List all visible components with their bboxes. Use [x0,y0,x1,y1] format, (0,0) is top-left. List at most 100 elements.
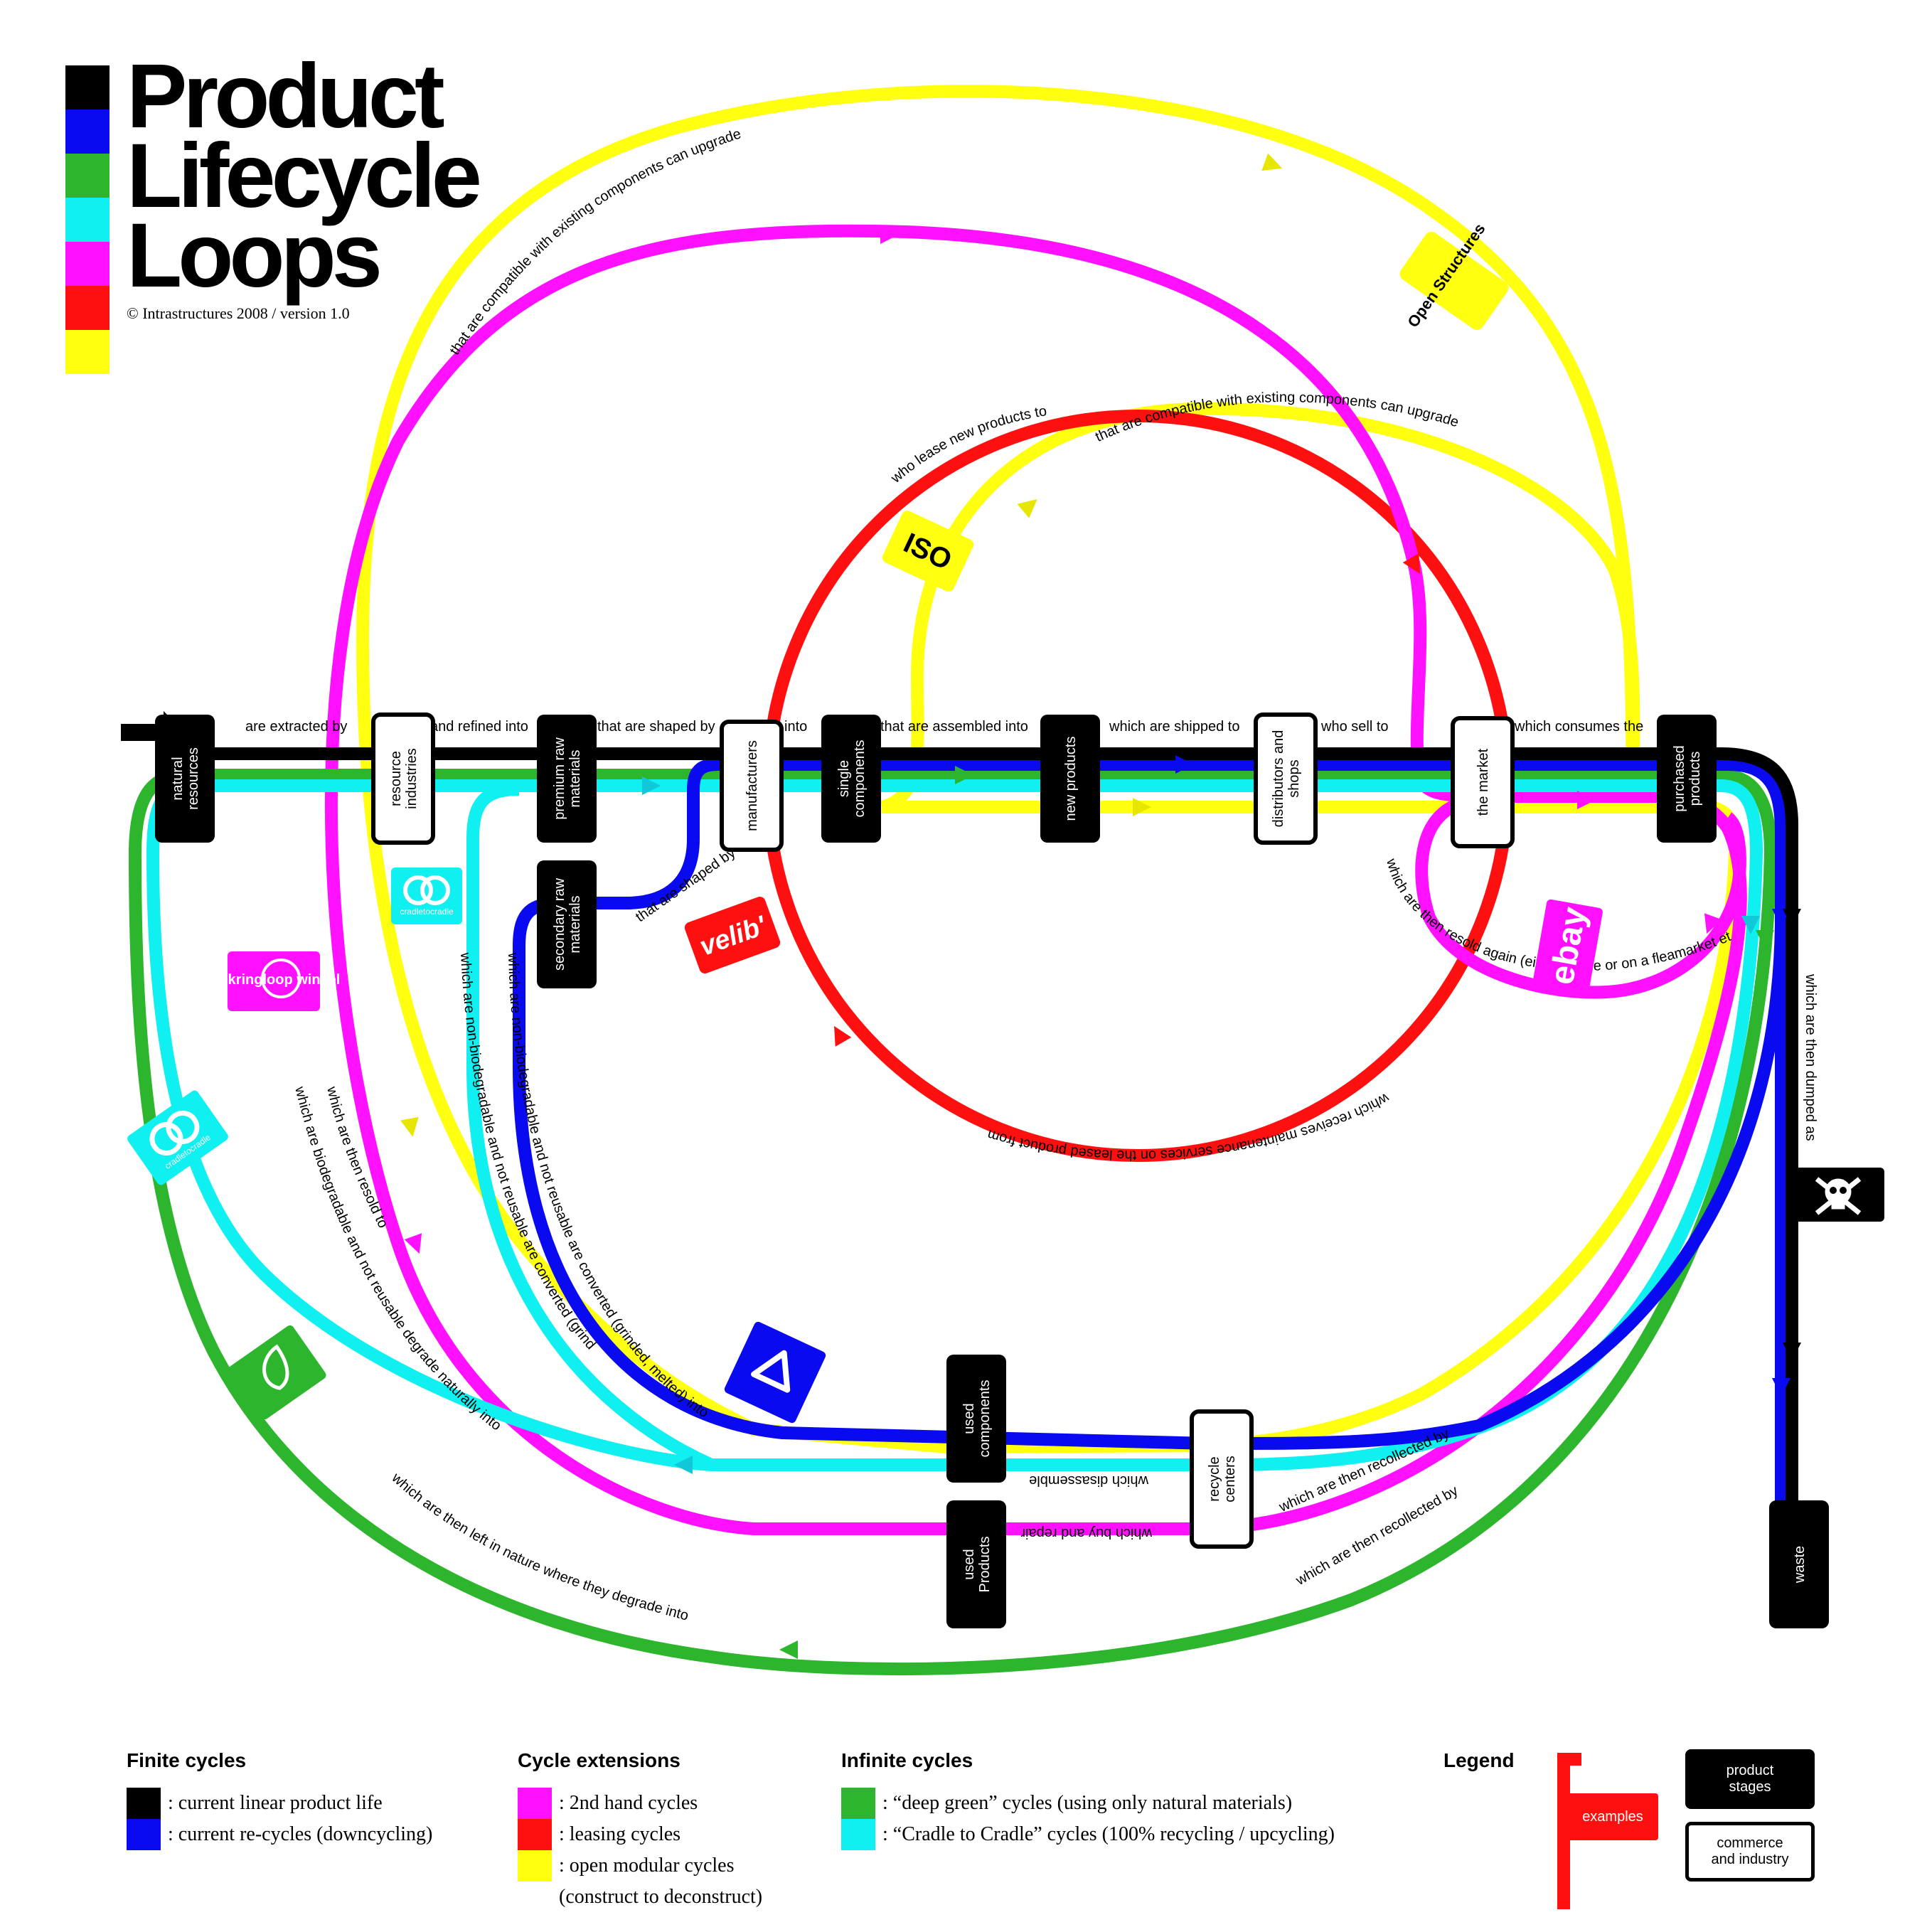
connector-buy-repair: which buy and repair [1020,1525,1153,1541]
flow-arrowhead [642,776,661,795]
flow-arrowhead [1783,909,1801,927]
stage-premium-raw: premium rawmaterials [537,715,597,843]
legend-extensions-title: Cycle extensions [518,1749,681,1771]
color-bar-segment [65,198,110,242]
legend-swatch [841,1788,875,1819]
connector-disassemble: which disassemble [1029,1473,1149,1488]
legend-item: : open modular cycles [518,1850,762,1882]
legend-text: : current re-cycles (downcycling) [168,1823,433,1845]
legend-item: (construct to deconstruct) [518,1882,762,1913]
stage-label: recyclecenters [1207,1456,1238,1503]
kringloop-badge: de kringloop winkel [208,951,341,1011]
flow-arrowhead [1261,153,1283,171]
flow-arrowhead [1756,930,1774,949]
stage-label: singlecomponents [836,740,868,818]
stage-the-market: the market [1451,716,1515,848]
legend-swatch [127,1788,161,1819]
flow-arrowhead [1017,499,1037,518]
legend-text: : “deep green” cycles (using only natura… [882,1792,1293,1814]
flow-arrowhead [834,1025,852,1047]
stage-label: premium rawmaterials [552,737,583,820]
commerce-industry-key: commerce and industry [1685,1822,1815,1882]
connector-sell: who sell to [1320,719,1389,735]
product-stages-key: product stages [1685,1749,1815,1809]
examples-flag [1557,1753,1570,1909]
stage-label: resourceindustries [388,748,420,809]
c2c-small-label: cradletocradle [400,907,454,917]
color-bar-segment [65,242,110,286]
flow-arrowhead [404,1233,422,1254]
stage-label: manufacturers [744,740,760,831]
flow-arrowhead [1577,791,1596,809]
flow-arrows [400,153,1801,1659]
flow-arrowhead [674,1456,693,1474]
legend-extensions: Cycle extensions : 2nd hand cycles : leas… [518,1749,762,1913]
stage-label: distributors andshops [1271,730,1302,828]
flow-arrowhead [779,1640,798,1659]
black-linear-line [185,747,1798,1529]
flow-arrowhead [1741,916,1760,934]
label-left-in-nature: which are then left in nature where they… [388,1470,690,1624]
connector-into: into [784,719,807,735]
yellow-outer-loop [356,85,1639,1453]
ebay-badge: ebay [1533,899,1603,993]
stage-label: waste [1792,1546,1808,1584]
legend-swatch [518,1882,552,1913]
stage-recycle-centers: recyclecenters [1190,1409,1254,1549]
legend-item: : “deep green” cycles (using only natura… [841,1788,1335,1819]
stage-label: usedcomponents [961,1380,993,1458]
legend-swatch [518,1850,552,1882]
color-bar-segment [65,110,110,154]
legend-item: : current linear product life [127,1788,432,1819]
flow-arrowhead [880,225,899,244]
title-line-2: Lifecycle [127,125,482,227]
velib-badge: velib' [684,897,781,973]
label-lease: who lease new products to [887,403,1047,486]
legend-infinite: Infinite cycles : “deep green” cycles (u… [841,1749,1335,1850]
stage-label: new products [1063,737,1079,821]
stage-manufacturers: manufacturers [720,720,784,852]
c2c-large-badge: cradletocradle [127,1090,228,1185]
connector-extracted: are extracted by [245,719,347,735]
connector-dumped: which are then dumped as [1803,973,1818,1141]
legend-text: (construct to deconstruct) [559,1886,763,1908]
stage-label: the market [1475,748,1491,816]
examples-key: examples [1567,1793,1658,1840]
legend-swatch [518,1819,552,1850]
stage-waste: waste [1769,1500,1829,1628]
magenta-resold-loop [1415,794,1746,999]
recycle-badge [724,1321,826,1424]
nature-badge [228,1325,326,1420]
flow-arrowhead [1133,798,1151,816]
flow-arrowhead [400,1116,419,1137]
legend-item: : current re-cycles (downcycling) [127,1819,432,1850]
skull-badge [1792,1168,1884,1222]
color-bar-segment [65,154,110,198]
connector-shipped: which are shipped to [1109,719,1239,735]
stage-single-components: singlecomponents [821,715,881,843]
legend-text: : current linear product life [168,1792,383,1814]
flow-arrowhead [955,766,973,784]
green-deep-loop [128,769,1778,1676]
kringloop-label: de kringloop winkel [208,972,341,988]
recycle-icon [751,1350,791,1393]
stage-new-products: new products [1040,715,1100,843]
connector-assembled: that are assembled into [880,719,1028,735]
flow-arrowhead [1704,913,1722,934]
color-bar-segment [65,330,110,374]
flow-arrowhead [1783,1343,1801,1361]
connector-consumes: which consumes the [1514,719,1643,735]
flow-arrowhead [1402,553,1420,575]
stage-label: naturalresources [170,747,201,810]
flow-arrowhead [1175,755,1194,774]
yellow-inner-loop [880,402,1640,813]
iso-badge: ISO [882,511,974,592]
legend-item: : leasing cycles [518,1819,762,1850]
stage-natural-resources: naturalresources [155,715,215,843]
stage-used-components: usedcomponents [946,1355,1006,1483]
title-line-1: Product [127,46,445,147]
legend-text: : 2nd hand cycles [559,1792,698,1814]
legend-key-title: Legend [1443,1749,1515,1771]
legend-finite: Finite cycles : current linear product l… [127,1749,432,1850]
stage-label: usedProducts [961,1537,993,1593]
